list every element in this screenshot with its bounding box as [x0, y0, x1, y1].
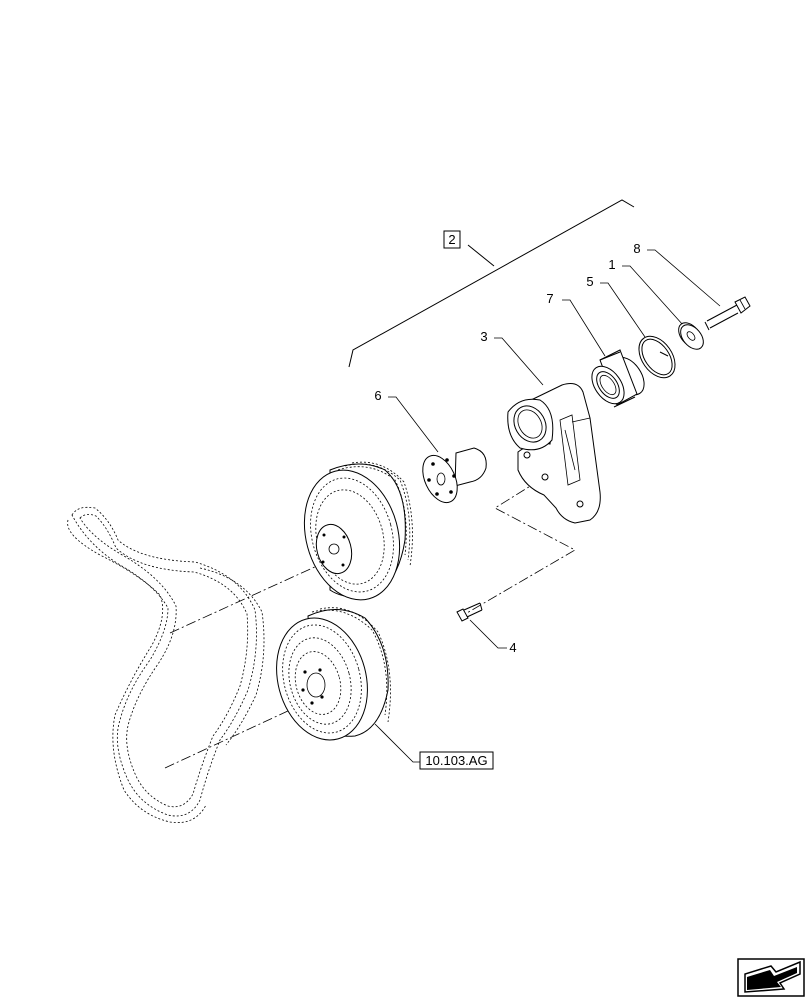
- group-callout-label: 2: [448, 232, 455, 247]
- part-number-hub[interactable]: 6: [374, 388, 381, 403]
- hub-part[interactable]: [416, 447, 487, 508]
- bolt-part[interactable]: [704, 296, 751, 331]
- bearing-part[interactable]: [585, 349, 650, 410]
- part-number-screw[interactable]: 4: [509, 640, 516, 655]
- tensioner-bracket-part[interactable]: [507, 383, 601, 524]
- group-bracket: [348, 199, 635, 368]
- screw-part[interactable]: [456, 602, 483, 622]
- group-callout-box[interactable]: 2: [443, 230, 461, 249]
- part-number-snap-ring[interactable]: 5: [586, 274, 593, 289]
- part-number-tensioner-bracket[interactable]: 3: [480, 329, 487, 344]
- drive-belt-part[interactable]: [67, 506, 265, 824]
- reference-callout-label: 10.103.AG: [425, 753, 487, 768]
- part-number-washer[interactable]: 1: [608, 257, 615, 272]
- part-number-bearing[interactable]: 7: [546, 291, 553, 306]
- leader-lines: [374, 249, 721, 763]
- previous-arrow-icon[interactable]: [737, 958, 805, 997]
- part-number-bolt[interactable]: 8: [633, 241, 640, 256]
- snap-ring-part[interactable]: [632, 330, 683, 385]
- washer-part[interactable]: [674, 318, 708, 353]
- upper-pulley-part[interactable]: [290, 459, 413, 610]
- lower-pulley-part[interactable]: [263, 607, 391, 751]
- reference-callout-box[interactable]: 10.103.AG: [419, 751, 494, 770]
